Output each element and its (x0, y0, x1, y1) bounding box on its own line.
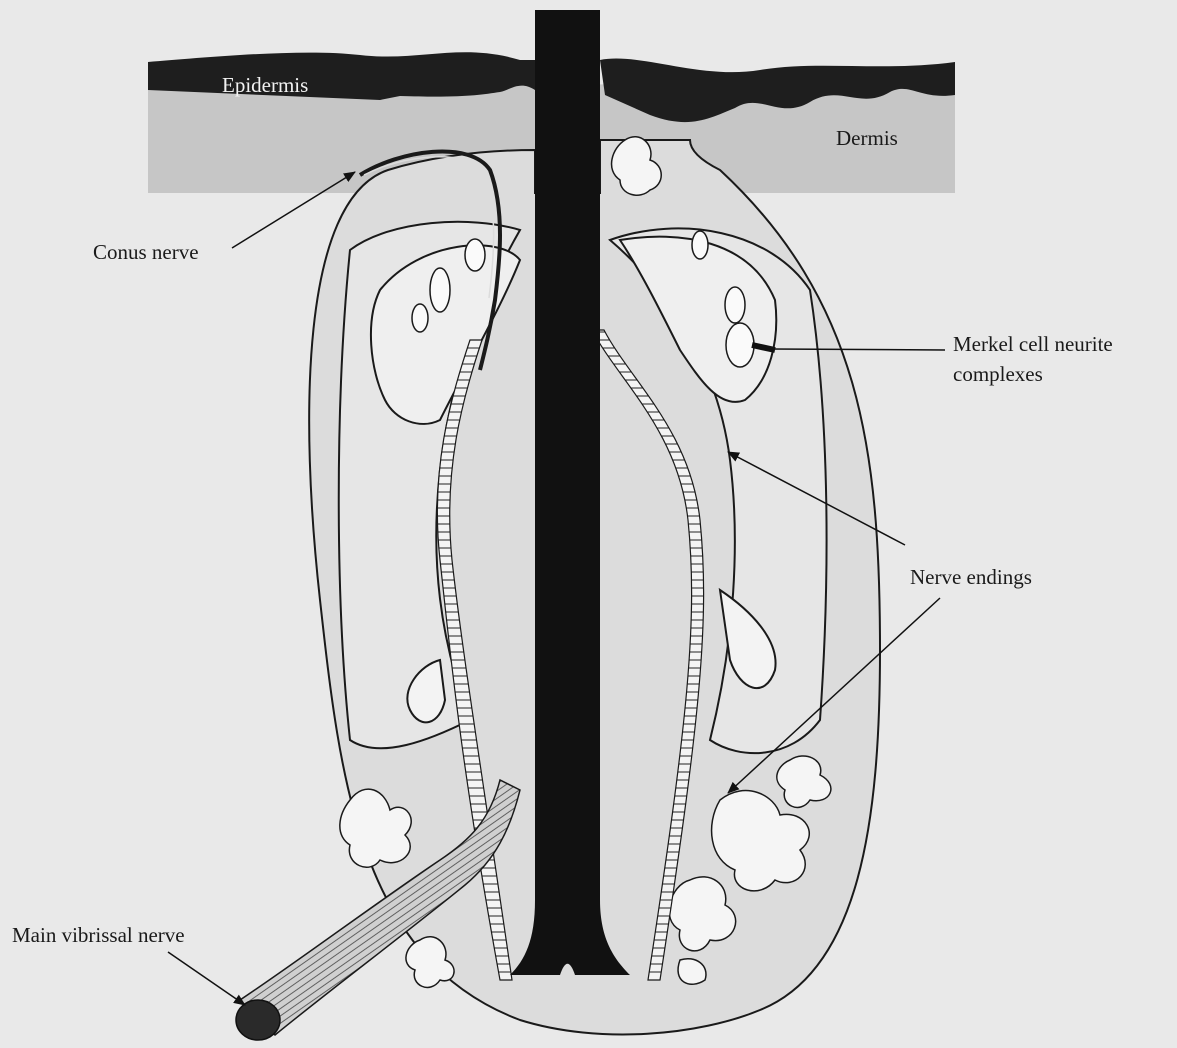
left-cavity-2 (412, 304, 428, 332)
label-conus-nerve: Conus nerve (93, 240, 199, 264)
leader-merkel (770, 349, 945, 350)
right-cavity-1 (725, 287, 745, 323)
label-merkel-line1: Merkel cell neurite (953, 332, 1113, 356)
label-main-vibrissal-nerve: Main vibrissal nerve (12, 923, 185, 947)
label-epidermis: Epidermis (222, 73, 308, 97)
nerve-cross-section (236, 1000, 280, 1040)
label-merkel-line2: complexes (953, 362, 1043, 386)
label-nerve-endings: Nerve endings (910, 565, 1032, 589)
left-cavity-1 (430, 268, 450, 312)
leader-main-nerve (168, 952, 245, 1005)
right-cavity-2 (726, 323, 754, 367)
label-dermis: Dermis (836, 126, 898, 150)
right-cavity-3 (692, 231, 708, 259)
left-cavity-3 (465, 239, 485, 271)
